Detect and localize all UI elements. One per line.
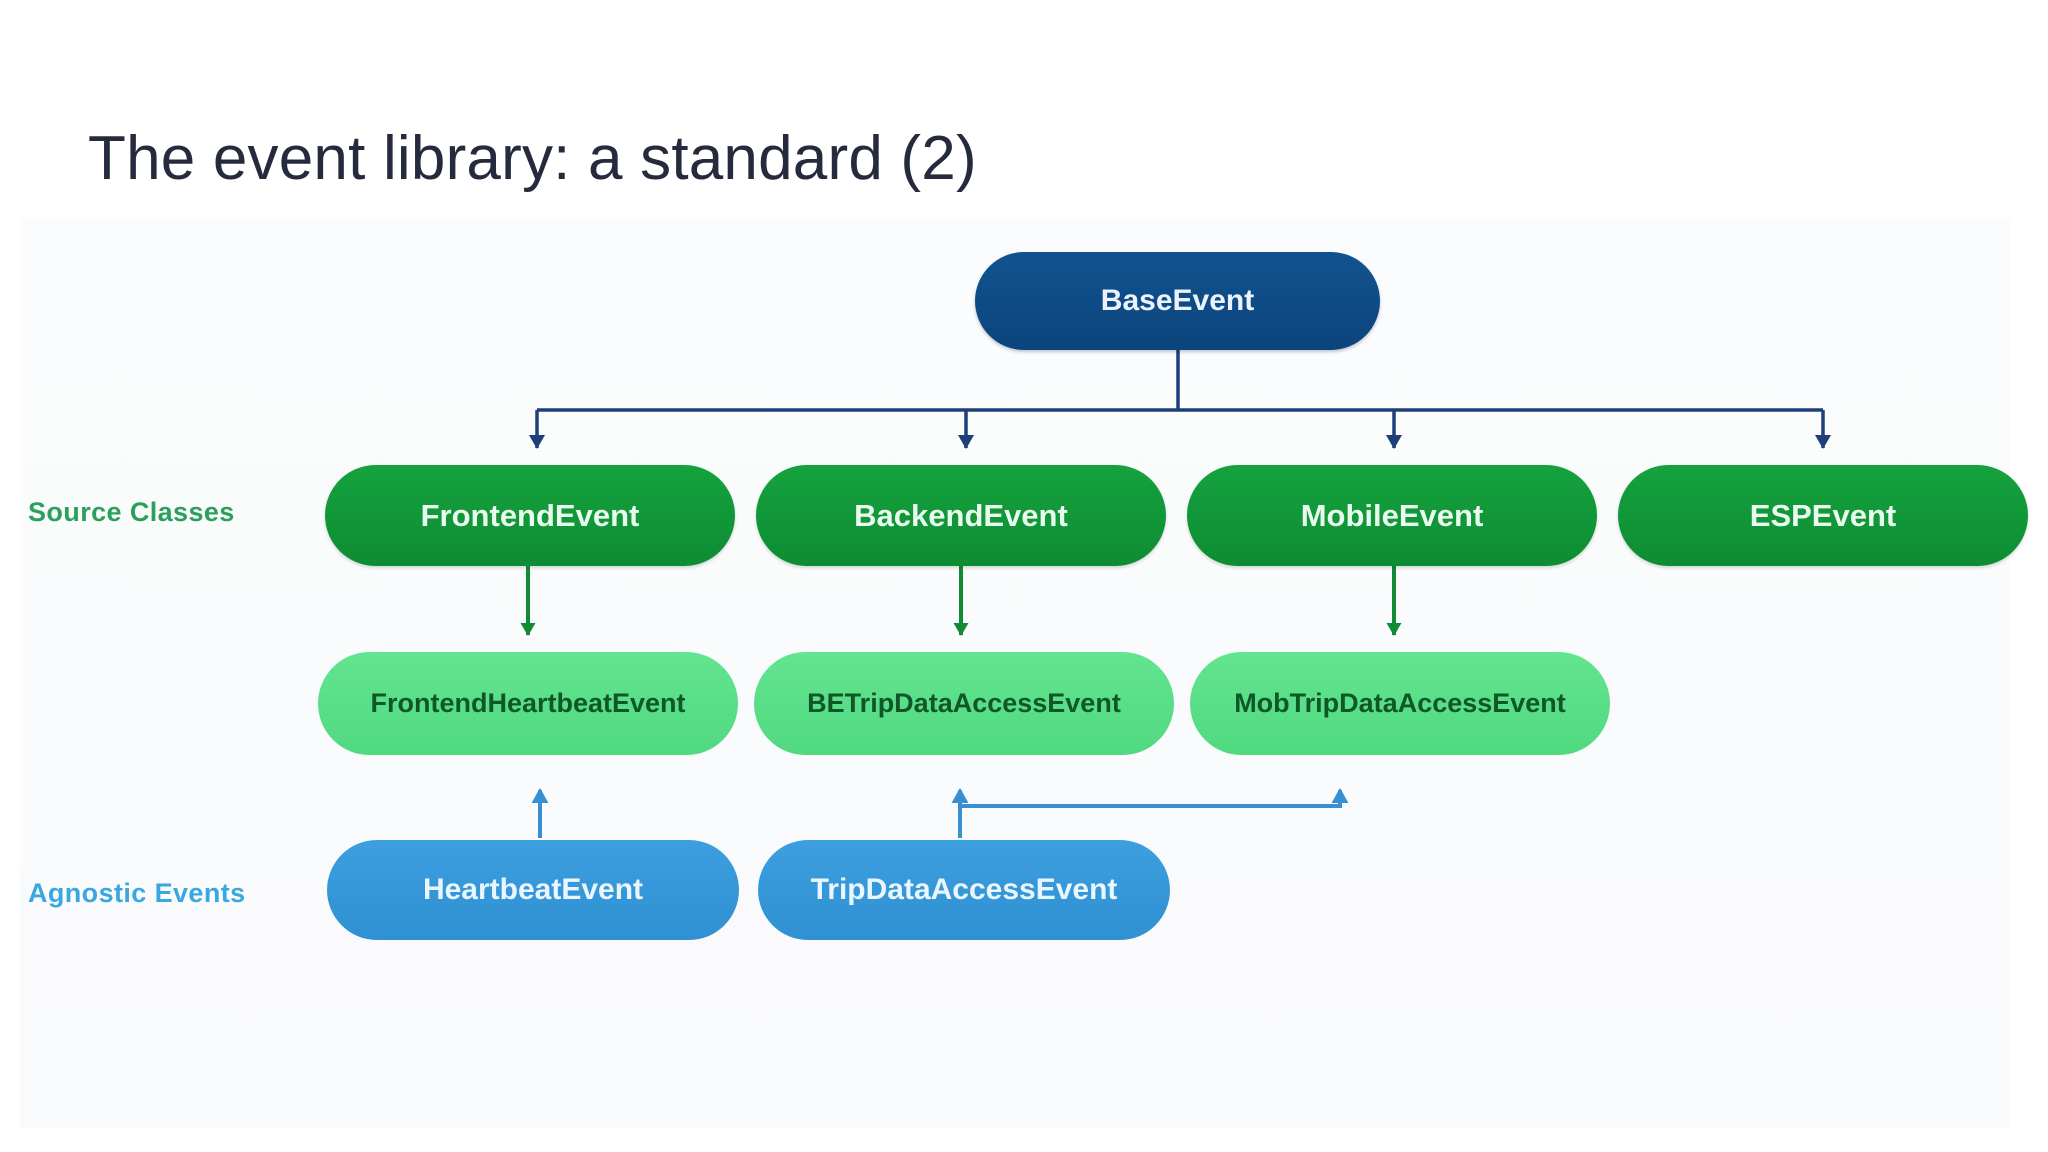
node-mobileevent[interactable]: MobileEvent <box>1187 465 1597 566</box>
node-frontendevent[interactable]: FrontendEvent <box>325 465 735 566</box>
node-mobtripdataaccessevent[interactable]: MobTripDataAccessEvent <box>1190 652 1610 755</box>
page-title: The event library: a standard (2) <box>88 124 977 193</box>
row-label-source-classes: Source Classes <box>28 497 235 527</box>
node-baseevent-label: BaseEvent <box>1100 284 1255 317</box>
node-tripdataaccessevent-label: TripDataAccessEvent <box>810 873 1118 906</box>
node-frontendheartbeatevent[interactable]: FrontendHeartbeatEvent <box>318 652 738 755</box>
node-heartbeatevent-label: HeartbeatEvent <box>422 873 644 906</box>
node-backendevent[interactable]: BackendEvent <box>756 465 1166 566</box>
node-frontendheartbeatevent-label: FrontendHeartbeatEvent <box>370 688 686 718</box>
row-label-agnostic-events: Agnostic Events <box>28 878 246 908</box>
node-betripdataaccessevent[interactable]: BETripDataAccessEvent <box>754 652 1174 755</box>
node-espevent-label: ESPEvent <box>1749 497 1897 533</box>
node-betripdataaccessevent-label: BETripDataAccessEvent <box>807 688 1121 718</box>
node-backendevent-label: BackendEvent <box>854 497 1068 533</box>
node-tripdataaccessevent[interactable]: TripDataAccessEvent <box>758 840 1170 940</box>
node-heartbeatevent[interactable]: HeartbeatEvent <box>327 840 739 940</box>
node-frontendevent-label: FrontendEvent <box>420 497 640 533</box>
node-espevent[interactable]: ESPEvent <box>1618 465 2028 566</box>
node-mobileevent-label: MobileEvent <box>1300 497 1484 533</box>
node-baseevent[interactable]: BaseEvent <box>975 252 1380 350</box>
node-mobtripdataaccessevent-label: MobTripDataAccessEvent <box>1234 688 1566 718</box>
